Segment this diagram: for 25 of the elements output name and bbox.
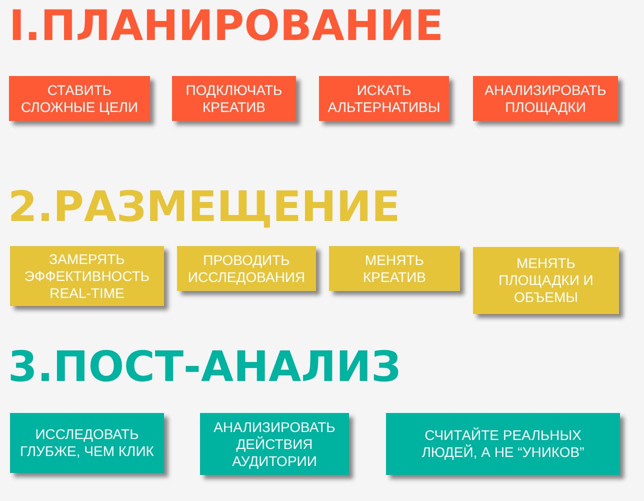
card-text: ПОДКЛЮЧАТЬ КРЕАТИВ bbox=[184, 82, 284, 116]
card-text: АНАЛИЗИРОВАТЬ ПЛОЩАДКИ bbox=[484, 82, 608, 116]
action-card bbox=[200, 413, 349, 475]
action-card bbox=[473, 76, 618, 121]
action-card bbox=[319, 76, 449, 121]
action-card bbox=[10, 413, 164, 473]
card-text: СТАВИТЬ СЛОЖНЫЕ ЦЕЛИ bbox=[20, 82, 140, 116]
card-text: МЕНЯТЬ ПЛОЩАДКИ И ОБЪЕМЫ bbox=[498, 255, 594, 306]
card-text: ИССЛЕДОВАТЬ ГЛУБЖЕ, ЧЕМ КЛИК bbox=[19, 426, 155, 460]
action-card bbox=[473, 247, 619, 314]
card-text: СЧИТАЙТЕ РЕАЛЬНЫХ ЛЮДЕЙ, А НЕ “УНИКОВ” bbox=[420, 427, 586, 461]
action-card bbox=[386, 413, 620, 475]
action-card bbox=[177, 246, 316, 291]
action-card bbox=[10, 246, 164, 306]
action-card bbox=[172, 76, 296, 121]
card-text: МЕНЯТЬ КРЕАТИВ bbox=[362, 252, 428, 286]
card-text: АНАЛИЗИРОВАТЬ ДЕЙСТВИЯ АУДИТОРИИ bbox=[212, 418, 336, 470]
action-card bbox=[9, 76, 150, 121]
card-text: ИСКАТЬ АЛЬТЕРНАТИВЫ bbox=[326, 82, 442, 116]
card-text: ПРОВОДИТЬ ИССЛЕДОВАНИЯ bbox=[186, 252, 306, 286]
section-heading: 2.РАЗМЕЩЕНИЕ bbox=[8, 186, 400, 228]
card-text: ЗАМЕРЯТЬ ЭФФЕКТИВНОСТЬ REAL-TIME bbox=[23, 250, 151, 302]
action-card bbox=[329, 246, 460, 291]
section-heading: 3.ПОСТ-АНАЛИЗ bbox=[8, 346, 401, 388]
section-heading: I.ПЛАНИРОВАНИЕ bbox=[9, 5, 444, 47]
